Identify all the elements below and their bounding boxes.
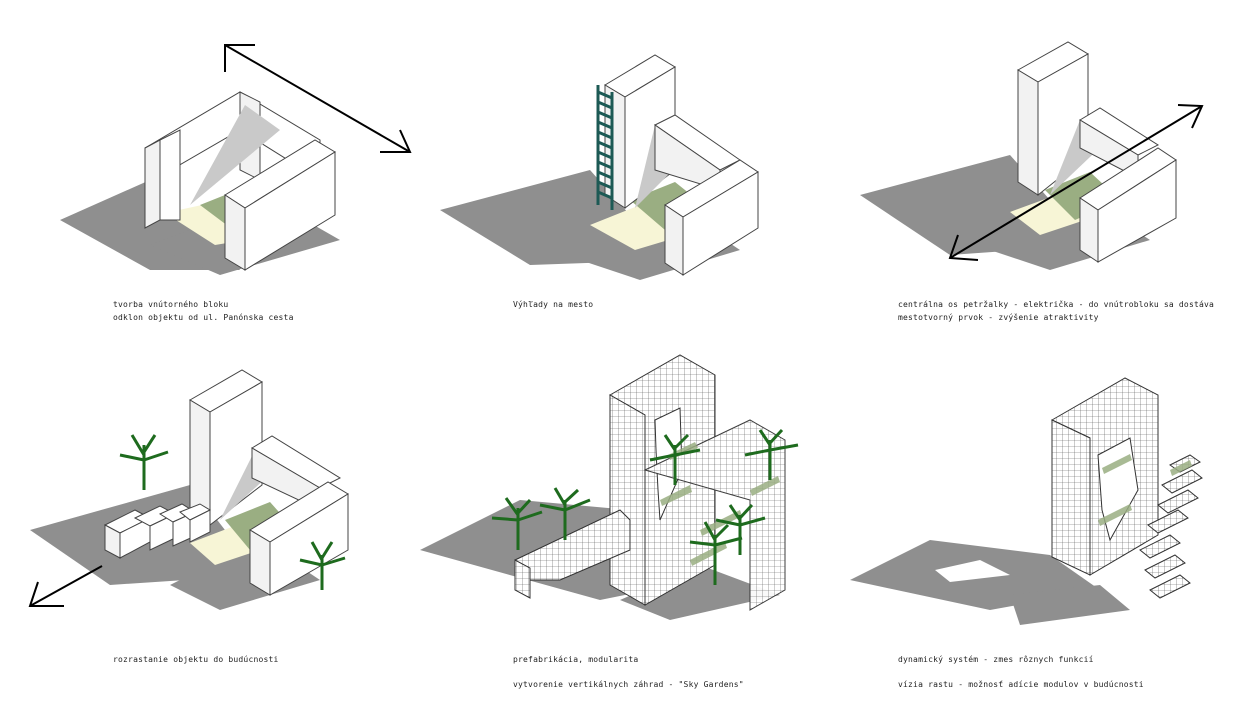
- courtyard-block-illustration: [60, 44, 412, 275]
- panel-caption: prefabrikácia, modularita vytvorenie ver…: [513, 655, 744, 689]
- cast-shadow: [620, 565, 780, 620]
- front-wall-face: [244, 151, 336, 271]
- tree-icon: [119, 434, 169, 490]
- panel-caption: dynamický systém - zmes rôznych funkcií …: [898, 655, 1144, 689]
- dynamic-system-illustration: [850, 377, 1203, 625]
- left-wall-side: [144, 139, 161, 229]
- tree-icon: [539, 487, 591, 540]
- diagram-panel-6: dynamický systém - zmes rôznych funkcií …: [840, 350, 1240, 689]
- panel-caption: tvorba vnútorného bloku odklon objektu o…: [113, 300, 294, 322]
- tram-axis-illustration: [860, 41, 1204, 270]
- cast-shadow: [1010, 585, 1130, 625]
- cast-shadow: [440, 170, 670, 265]
- front-wall-face: [269, 493, 349, 596]
- diagram-panel-2: Výhľady na mesto: [440, 30, 840, 360]
- tower-views-illustration: [440, 54, 759, 280]
- growth-illustration: [28, 369, 349, 610]
- modular-frame: [1050, 377, 1159, 576]
- double-arrow-icon: [224, 44, 411, 153]
- diagram-panel-5: prefabrikácia, modularita vytvorenie ver…: [420, 350, 820, 689]
- sky-garden-bands: [1098, 454, 1192, 526]
- diagram-panel-4: rozrastanie objektu do budúcnosti: [20, 360, 420, 690]
- tree-icon: [744, 428, 799, 480]
- panel-caption: Výhľady na mesto: [513, 300, 594, 309]
- diagram-panel-1: tvorba vnútorného bloku odklon objektu o…: [40, 30, 440, 360]
- front-wall-face: [682, 171, 759, 276]
- diagram-panel-3: centrálna os petržalky - električka - do…: [840, 30, 1240, 360]
- annex-modules: [103, 503, 212, 559]
- ladder-frame-icon: [596, 85, 614, 210]
- axis-arrow-icon: [949, 105, 1203, 259]
- tree-icon: [715, 503, 766, 555]
- front-wall-side: [224, 194, 246, 271]
- tree-icon: [649, 433, 701, 485]
- tree-icon: [689, 521, 743, 585]
- panel-caption: centrálna os petržalky - električka - do…: [898, 300, 1215, 322]
- inner-shade: [190, 105, 280, 205]
- panel-caption: rozrastanie objektu do budúcnosti: [113, 655, 279, 664]
- modular-frame: [514, 354, 786, 611]
- tree-icon: [491, 497, 543, 550]
- front-wall-face: [1097, 159, 1177, 263]
- growth-arrow-icon: [29, 565, 103, 607]
- courtyard-floor-light: [590, 205, 685, 250]
- modular-sky-gardens-illustration: [420, 354, 799, 620]
- tree-icon: [299, 541, 346, 590]
